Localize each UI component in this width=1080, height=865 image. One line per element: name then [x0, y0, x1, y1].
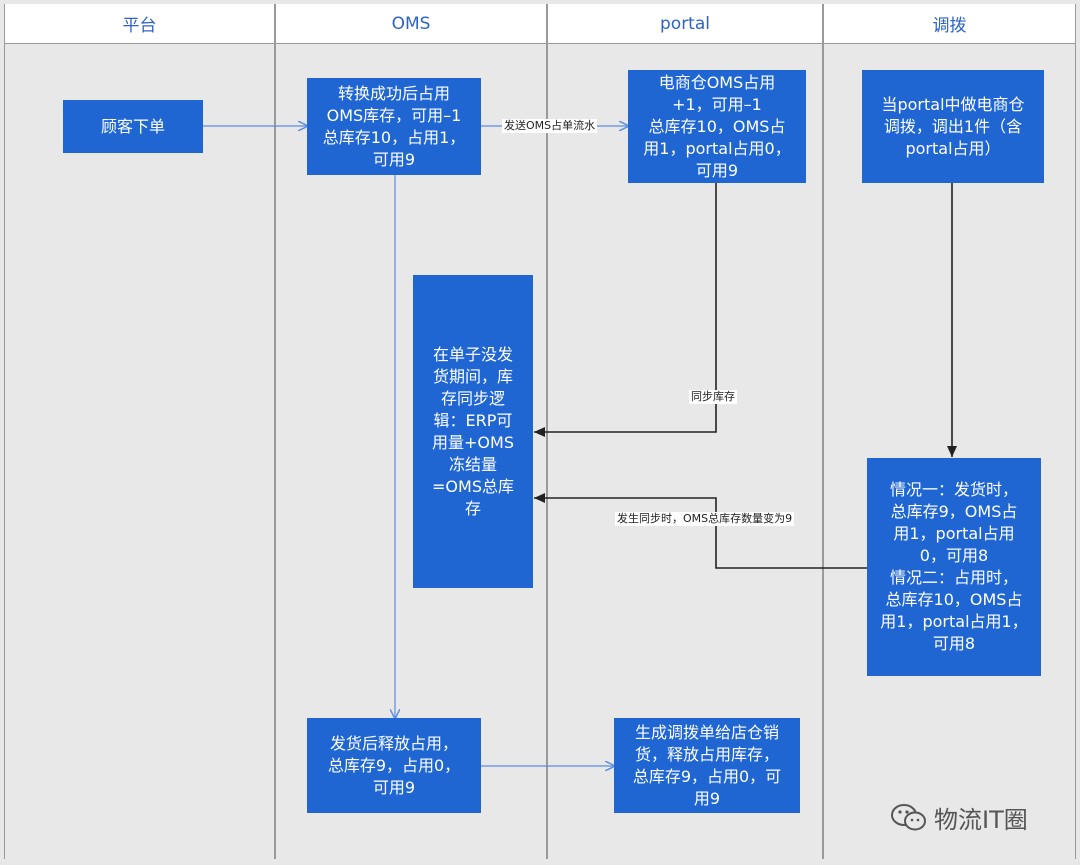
- node-oms-release: 发货后释放占用， 总库存9，占用0， 可用9: [307, 718, 481, 813]
- node-transfer-out: 当portal中做电商仓 调拨，调出1件（含 portal占用）: [862, 70, 1044, 183]
- lane-title-platform: 平台: [5, 4, 274, 44]
- node-portal-release: 生成调拨单给店仓销 货，释放占用库存， 总库存9，占用0，可 用9: [614, 718, 800, 813]
- edge-portal-sync: [534, 183, 717, 437]
- lane-platform: 平台: [4, 4, 275, 859]
- lane-title-portal: portal: [548, 4, 822, 44]
- edge-label-sync-total: 发生同步时，OMS总库存数量变为9: [615, 512, 795, 526]
- lane-title-transfer: 调拨: [824, 4, 1075, 44]
- lane-title-oms: OMS: [276, 4, 546, 44]
- lane-transfer: 调拨: [823, 4, 1076, 859]
- edge-label-sync-stock: 同步库存: [689, 390, 737, 404]
- node-sync-logic: 在单子没发 货期间，库 存同步逻 辑：ERP可 用量+OMS 冻结量 =OMS总…: [413, 275, 533, 588]
- edge-scenario-sync: [534, 493, 867, 569]
- watermark: 物流IT圈: [890, 800, 1028, 835]
- node-customer-order: 顾客下单: [63, 100, 203, 153]
- watermark-text: 物流IT圈: [934, 806, 1028, 834]
- node-portal-occupy: 电商仓OMS占用 +1，可用–1 总库存10，OMS占 用1，portal占用0…: [628, 70, 806, 183]
- wechat-icon: [891, 803, 926, 830]
- node-oms-convert: 转换成功后占用 OMS库存，可用–1 总库存10，占用1， 可用9: [307, 78, 481, 175]
- lane-oms: OMS: [275, 4, 547, 859]
- node-scenarios: 情况一：发货时， 总库存9，OMS占 用1，portal占用 0，可用8 情况二…: [867, 458, 1041, 676]
- edge-label-send-flow: 发送OMS占单流水: [502, 119, 598, 133]
